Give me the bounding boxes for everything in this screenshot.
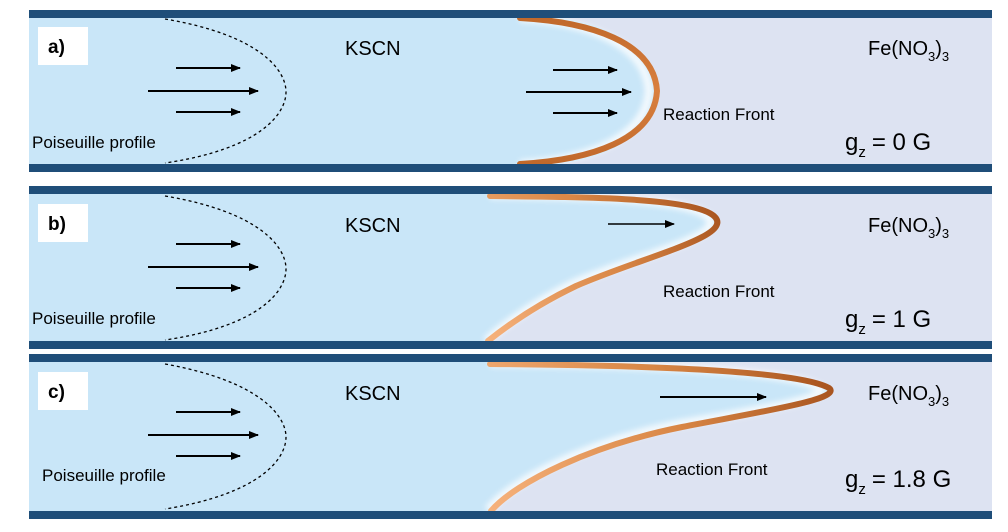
channel-wall-bottom bbox=[29, 164, 992, 172]
gravity-label: gz= 1 G bbox=[845, 306, 931, 338]
fe-nitrate-label: Fe(NO3)3 bbox=[868, 215, 949, 241]
poiseuille-profile-curve bbox=[164, 195, 287, 341]
reaction-front-curve bbox=[485, 193, 721, 344]
kscn-label: KSCN bbox=[345, 383, 401, 405]
gravity-label: gz= 1.8 G bbox=[845, 466, 951, 498]
channel-wall-top bbox=[29, 10, 992, 18]
channel-wall-top bbox=[29, 354, 992, 362]
channel-wall-bottom bbox=[29, 341, 992, 349]
panel-label-box bbox=[38, 27, 88, 65]
panel-label-box bbox=[38, 372, 88, 410]
fe-nitrate-label: Fe(NO3)3 bbox=[868, 383, 949, 409]
poiseuille-profile-label: Poiseuille profile bbox=[42, 466, 166, 485]
kscn-solution-region bbox=[29, 193, 719, 343]
panel-c: c) KSCN Fe(NO3)3 Reaction Front Poiseuil… bbox=[29, 354, 992, 519]
panel-label: a) bbox=[48, 37, 65, 58]
channel-wall-bottom bbox=[29, 511, 992, 519]
panel-label: b) bbox=[48, 214, 66, 235]
reaction-front-curve bbox=[487, 361, 834, 514]
gravity-label: gz= 0 G bbox=[845, 129, 931, 161]
reaction-front-label: Reaction Front bbox=[656, 460, 768, 479]
panel-b: b) KSCN Fe(NO3)3 Reaction Front Poiseuil… bbox=[29, 186, 992, 349]
panel-label-box bbox=[38, 204, 88, 242]
reaction-front-label: Reaction Front bbox=[663, 282, 775, 301]
reaction-front-label: Reaction Front bbox=[663, 105, 775, 124]
kscn-label: KSCN bbox=[345, 38, 401, 60]
reaction-front-curve bbox=[517, 15, 661, 167]
poiseuille-profile-curve bbox=[164, 18, 287, 164]
panel-a: a) KSCN Fe(NO3)3 Reaction Front Poiseuil… bbox=[29, 10, 992, 172]
poiseuille-profile-label: Poiseuille profile bbox=[32, 133, 156, 152]
fe-nitrate-label: Fe(NO3)3 bbox=[868, 38, 949, 64]
kscn-solution-region bbox=[29, 361, 828, 513]
panel-label: c) bbox=[48, 382, 65, 403]
poiseuille-profile-label: Poiseuille profile bbox=[32, 309, 156, 328]
kscn-label: KSCN bbox=[345, 215, 401, 237]
kscn-solution-region bbox=[29, 16, 654, 166]
poiseuille-profile-curve bbox=[164, 363, 287, 510]
channel-wall-top bbox=[29, 186, 992, 194]
